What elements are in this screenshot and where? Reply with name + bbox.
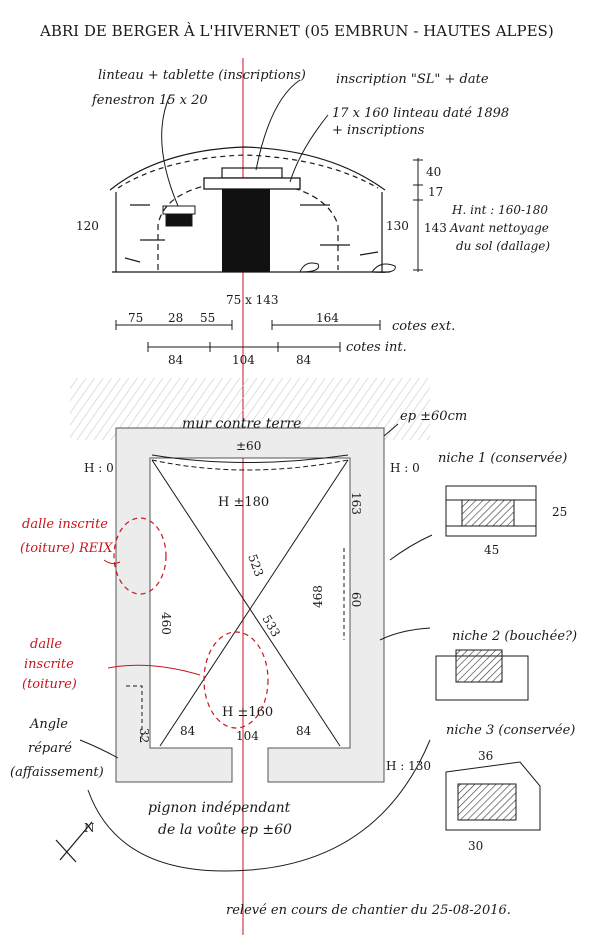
label-voute: de la voûte ep ±60 — [158, 822, 292, 838]
plan-walls — [115, 427, 385, 783]
north-arrow — [55, 821, 93, 863]
wall-dashes — [126, 548, 345, 740]
dim-60: 60 — [349, 592, 363, 607]
label-lintel-inscriptions: + inscriptions — [332, 123, 425, 138]
label-inscription: inscription "SL" + date — [336, 72, 489, 87]
red-leader-1 — [103, 559, 121, 565]
height-left: 120 — [76, 219, 99, 233]
red-label-slab-2a: dalle — [30, 637, 62, 652]
vault-edge — [151, 454, 349, 463]
door-dimension: 75 x 143 — [226, 293, 279, 307]
label-pignon: pignon indépendant — [148, 800, 291, 816]
vertical-dimension — [413, 158, 423, 272]
red-inscribed-slab-2 — [203, 631, 269, 729]
niche-1-width: 45 — [484, 543, 499, 557]
label-interior: cotes int. — [346, 340, 407, 355]
diagonal-533 — [159, 459, 349, 747]
ext-28: 28 — [168, 311, 183, 325]
int-84b: 84 — [296, 353, 312, 367]
label-lintel-tablet: linteau + tablette (inscriptions) — [98, 68, 306, 83]
north-label: N — [84, 821, 95, 835]
dim-84a: 84 — [180, 724, 196, 738]
height-right: 130 — [386, 219, 409, 233]
red-leader-2 — [107, 664, 201, 676]
red-label-slab-1a: dalle inscrite — [22, 517, 108, 532]
label-h130: H : 130 — [386, 759, 431, 773]
dim-84b: 84 — [296, 724, 312, 738]
leader-angle — [79, 739, 119, 759]
label-ep-back: ep ±60cm — [400, 409, 467, 424]
niche-1-height: 25 — [552, 505, 567, 519]
int-104: 104 — [232, 353, 255, 367]
door-opening — [222, 189, 270, 272]
sketch-title: ABRI DE BERGER À L'HIVERNET (05 EMBRUN -… — [39, 22, 554, 40]
base-rocks — [299, 262, 396, 273]
lintel-1898 — [203, 177, 301, 190]
ext-75: 75 — [128, 311, 143, 325]
leader-window — [161, 94, 179, 207]
dim-523: 523 — [245, 552, 266, 578]
hint-height: H. int : 160-180 — [451, 203, 548, 217]
interior-dimensions — [147, 342, 341, 352]
int-84a: 84 — [168, 353, 184, 367]
dim-104: 104 — [236, 729, 259, 743]
leader-ep — [383, 423, 399, 437]
red-label-slab-1b: (toiture) REIX — [20, 541, 113, 556]
window-lintel — [162, 205, 196, 215]
dim-143: 143 — [424, 221, 447, 235]
niche-3-width-bottom: 30 — [468, 839, 483, 853]
red-label-slab-2c: (toiture) — [22, 677, 77, 692]
label-window: fenestron 15 x 20 — [91, 93, 208, 108]
niche-2-label: niche 2 (bouchée?) — [452, 629, 577, 644]
leader-niche2 — [379, 627, 431, 641]
window-fenestron — [165, 213, 193, 227]
dim-533: 533 — [259, 613, 283, 640]
niche-3-label: niche 3 (conservée) — [446, 723, 575, 738]
leader-niche3 — [87, 739, 431, 872]
label-angle: Angle — [29, 717, 68, 732]
hint-before: Avant nettoyage — [449, 221, 549, 235]
dim-468: 468 — [311, 585, 325, 608]
label-h-right: H : 0 — [390, 461, 420, 475]
niche-3-width-top: 36 — [478, 749, 493, 763]
label-h-back: ±60 — [236, 439, 261, 453]
dim-32: 32 — [137, 728, 151, 743]
hint-floor: du sol (dallage) — [456, 239, 550, 253]
vault-line — [151, 459, 349, 471]
label-mur-contre-terre: mur contre terre — [182, 416, 301, 432]
label-exterior: cotes ext. — [392, 319, 455, 334]
label-h180: H ±180 — [218, 495, 269, 510]
footer-note: relevé en cours de chantier du 25-08-201… — [226, 903, 511, 918]
niche-2-sketch — [435, 649, 529, 701]
ext-164: 164 — [316, 311, 339, 325]
niche-3-sketch — [445, 761, 541, 831]
leader-niche1 — [389, 534, 433, 561]
niche-1-sketch — [445, 485, 537, 537]
label-lintel-date: 17 x 160 linteau daté 1898 — [332, 106, 509, 121]
diagonal-523 — [151, 459, 341, 747]
red-label-slab-2b: inscrite — [24, 657, 74, 672]
dim-163: 163 — [349, 492, 363, 515]
label-affaissement: (affaissement) — [10, 765, 104, 780]
label-h-left: H : 0 — [84, 461, 114, 475]
dim-460: 460 — [159, 612, 173, 635]
label-h160: H ±160 — [222, 705, 273, 720]
leader-inscription — [255, 79, 301, 171]
exterior-dimensions — [115, 320, 381, 330]
label-repare: réparé — [28, 741, 72, 756]
dim-17: 17 — [428, 185, 443, 199]
niche-1-label: niche 1 (conservée) — [438, 451, 567, 466]
red-inscribed-slab-1 — [113, 517, 167, 595]
leader-lintel — [289, 114, 329, 183]
inscription-stone — [221, 167, 283, 179]
ext-55: 55 — [200, 311, 215, 325]
dim-40: 40 — [426, 165, 441, 179]
